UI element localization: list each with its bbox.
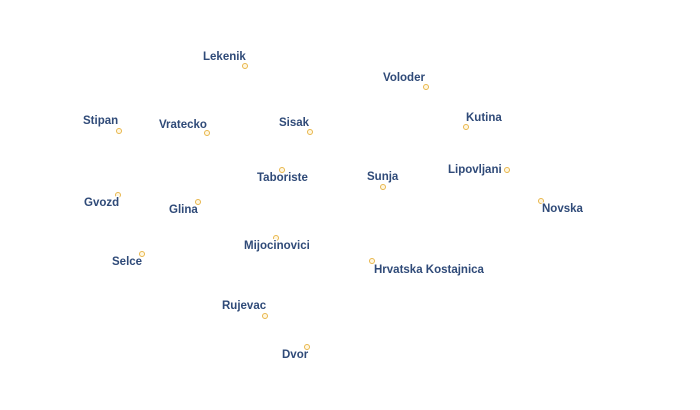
place-label: Lipovljani (448, 164, 502, 176)
place-marker (242, 63, 248, 69)
place-label: Voloder (383, 72, 425, 84)
place-label: Novska (542, 203, 583, 215)
place-marker (369, 258, 375, 264)
place-marker (279, 167, 285, 173)
place-label: Stipan (83, 115, 119, 127)
place-label: Glina (169, 204, 198, 216)
place-label: Sunja (367, 171, 399, 183)
place-label: Mijocinovici (244, 240, 310, 252)
place-marker (273, 235, 279, 241)
place-marker (304, 344, 310, 350)
place-marker (538, 198, 544, 204)
place-label: Kutina (466, 112, 502, 124)
place-label: Dvor (282, 349, 309, 361)
place-marker (195, 199, 201, 205)
place-marker (115, 192, 121, 198)
place-label: Lekenik (203, 51, 246, 63)
place-label: Taboriste (257, 172, 308, 184)
place-marker (504, 167, 510, 173)
place-marker (139, 251, 145, 257)
place-label: Sisak (279, 117, 310, 129)
place-label: Rujevac (222, 300, 267, 312)
place-marker (116, 128, 122, 134)
place-label: Selce (112, 256, 143, 268)
place-label: Hrvatska Kostajnica (374, 264, 484, 276)
place-marker (380, 184, 386, 190)
place-label: Gvozd (84, 197, 120, 209)
place-marker (262, 313, 268, 319)
place-marker (307, 129, 313, 135)
place-marker (423, 84, 429, 90)
place-label: Vratecko (159, 119, 207, 131)
place-marker (463, 124, 469, 130)
place-marker (204, 130, 210, 136)
